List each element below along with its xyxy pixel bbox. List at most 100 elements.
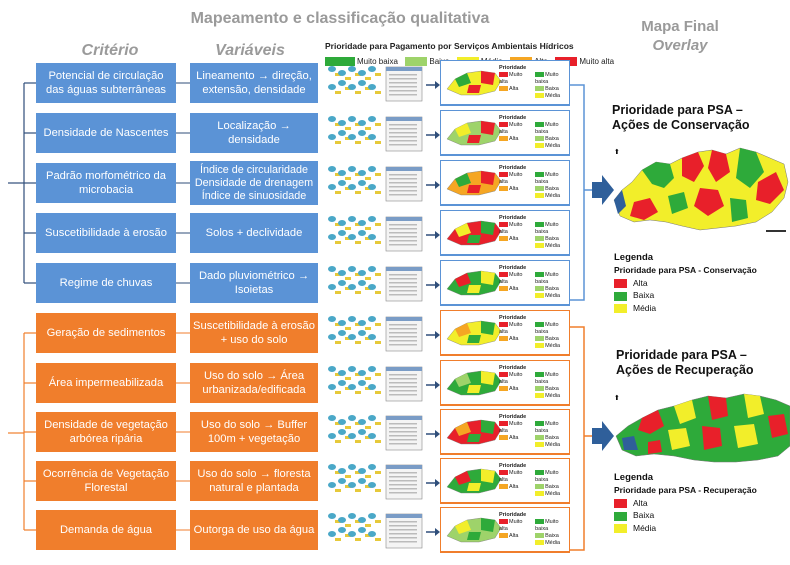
criterio-header: Critério <box>81 42 139 59</box>
final-recovery-map: ⬆ <box>614 393 790 463</box>
final-conservation-legend: Legenda Prioridade para PSA - Conservaçã… <box>614 252 790 313</box>
mini-legend-row: Muito baixa <box>535 421 569 435</box>
criterion-map <box>446 419 502 445</box>
mini-legend-row: Muito baixa <box>535 322 569 336</box>
legend-row-baixa: Baixa <box>614 510 790 521</box>
legend-label: Baixa <box>633 290 655 301</box>
criterio-box-nascentes: Densidade de Nascentes <box>36 113 176 153</box>
mini-legend-row: Média <box>535 393 569 400</box>
mini-legend-row: Média <box>535 93 569 100</box>
mini-legend-row: Alta <box>499 286 529 293</box>
mini-legend-title: Prioridade <box>499 414 527 420</box>
mini-legend-row: Muito baixa <box>535 519 569 533</box>
mini-legend-row: Alta <box>499 435 529 442</box>
mini-legend-row: Baixa <box>535 186 569 193</box>
criterio-box-florestal: Ocorrência de Vegetação Florestal <box>36 461 176 501</box>
mini-legend-row: Baixa <box>535 533 569 540</box>
mini-legend-label: Média <box>545 442 561 448</box>
mini-legend-label: Alta <box>509 435 519 441</box>
variavel-box-localizacao: Localização → densidade <box>190 113 318 153</box>
mini-legend-label: Alta <box>509 386 519 392</box>
criterion-map <box>446 517 502 543</box>
legend-swatch <box>614 291 627 301</box>
mini-legend-label: Muito baixa <box>535 222 559 235</box>
mini-legend-title: Prioridade <box>499 315 527 321</box>
mini-legend-label: Muito alta <box>499 272 523 285</box>
legend-label: Alta <box>633 498 648 508</box>
final-recovery-title-line2: Ações de Recuperação <box>616 363 754 377</box>
mini-legend-row: Muito alta <box>499 172 529 186</box>
variavel-box-floresta: Uso do solo → floresta natural e plantad… <box>190 461 318 501</box>
mini-legend-title: Prioridade <box>499 463 527 469</box>
criterion-map <box>446 120 502 146</box>
legend-swatch-muito-baixa <box>325 57 355 67</box>
legend-swatch <box>614 523 627 533</box>
mini-legend-label: Alta <box>509 484 519 490</box>
criterio-box-sedimentos: Geração de sedimentos <box>36 313 176 353</box>
legend-swatch <box>614 303 627 313</box>
mini-legend-title: Prioridade <box>499 65 527 71</box>
mini-legend-row: Muito alta <box>499 222 529 236</box>
legend-row-media: Média <box>614 523 790 533</box>
legend-title: Legenda <box>614 472 654 483</box>
mini-legend-row: Muito baixa <box>535 272 569 286</box>
mini-legend-label: Muito alta <box>499 122 523 135</box>
mini-legend-label: Muito alta <box>499 372 523 385</box>
mini-legend-row: Média <box>535 343 569 350</box>
mini-legend-title: Prioridade <box>499 365 527 371</box>
legend-label: Média <box>633 522 657 533</box>
legend-label: Média <box>633 302 657 313</box>
mini-legend-row: Muito baixa <box>535 122 569 136</box>
mini-legend-row: Baixa <box>535 386 569 393</box>
model-diagram-thumbnail <box>328 216 423 252</box>
mini-legend-row: Alta <box>499 236 529 243</box>
mini-legend-title: Prioridade <box>499 165 527 171</box>
main-header: Mapeamento e classificação qualitativa <box>190 10 490 27</box>
mini-legend-row: Baixa <box>535 236 569 243</box>
mini-legend-row: Alta <box>499 533 529 540</box>
flow-arrow-icon <box>426 81 440 89</box>
criterio-box-impermeabilizada: Área impermeabilizada <box>36 363 176 403</box>
mini-legend-row: Muito alta <box>499 421 529 435</box>
mini-legend-label: Média <box>545 540 561 546</box>
mini-legend-label: Média <box>545 193 561 199</box>
mini-legend-row: Média <box>535 491 569 498</box>
mini-legend-row: Média <box>535 143 569 150</box>
mini-legend-row: Alta <box>499 336 529 343</box>
criterion-map <box>446 270 502 296</box>
legend-title: Legenda <box>614 252 654 263</box>
flow-arrow-icon <box>426 331 440 339</box>
mini-legend-label: Alta <box>509 236 519 242</box>
flow-arrow-icon <box>426 381 440 389</box>
variavel-box-suscetibilidade: Suscetibilidade à erosão + uso do solo <box>190 313 318 353</box>
flow-arrow-icon <box>426 131 440 139</box>
mini-legend-title: Prioridade <box>499 265 527 271</box>
final-header-line2: Overlay <box>652 37 708 54</box>
mini-legend-label: Média <box>545 293 561 299</box>
legend-row-alta: Alta <box>614 278 790 289</box>
mini-legend-row: Muito alta <box>499 122 529 136</box>
legend-label: Baixa <box>633 510 655 521</box>
mini-legend-label: Média <box>545 93 561 99</box>
mini-legend-row: Alta <box>499 484 529 491</box>
flow-arrow-icon <box>426 528 440 536</box>
model-diagram-thumbnail <box>328 464 423 500</box>
model-diagram-thumbnail <box>328 166 423 202</box>
mini-legend-row: Baixa <box>535 286 569 293</box>
mini-legend-label: Muito baixa <box>535 122 559 135</box>
mini-legend-title: Prioridade <box>499 115 527 121</box>
mini-legend-row: Muito alta <box>499 372 529 386</box>
mini-legend-label: Muito baixa <box>535 72 559 85</box>
mini-legend-label: Muito alta <box>499 172 523 185</box>
mini-legend-row: Média <box>535 193 569 200</box>
mini-legend-row: Baixa <box>535 86 569 93</box>
final-recovery-legend: Legenda Prioridade para PSA - Recuperaçã… <box>614 472 790 533</box>
